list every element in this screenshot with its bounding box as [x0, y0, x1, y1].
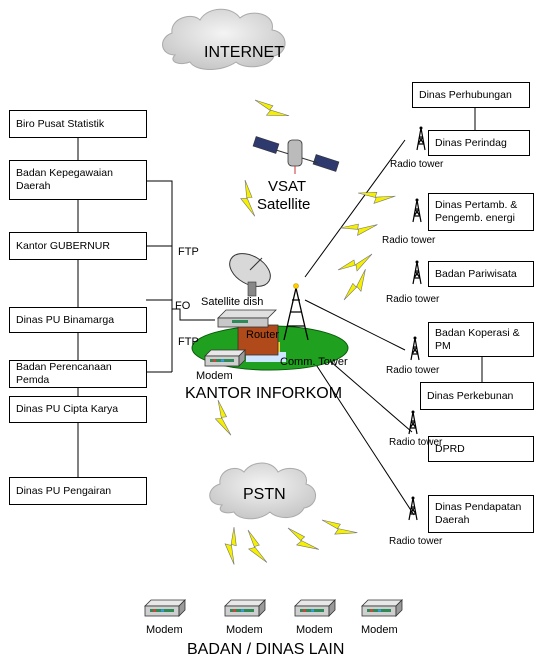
box-biro-pusat-statistik: Biro Pusat Statistik	[9, 110, 147, 138]
radio-tower-label: Radio tower	[389, 437, 443, 448]
box-dprd: DPRD	[428, 436, 534, 462]
radio-tower-label: Radio tower	[389, 536, 443, 547]
radio-tower-label: Radio tower	[386, 365, 440, 376]
satellite-label-2: Satellite	[257, 196, 311, 213]
satellite-dish-icon	[229, 253, 271, 297]
fo-label: FO	[175, 300, 191, 312]
bottom-modem-icon	[361, 599, 403, 617]
footer-label: BADAN / DINAS LAIN	[187, 641, 345, 658]
box-dinas-pu-pengairan: Dinas PU Pengairan	[9, 477, 147, 505]
radio-tower-label: Radio tower	[382, 235, 436, 246]
box-dinas-perindag: Dinas Perindag	[428, 130, 530, 156]
kantor-inforkom-title: KANTOR INFORKOM	[185, 385, 343, 402]
comm-tower-label: Comm. Tower	[280, 356, 348, 368]
left-connectors	[77, 138, 215, 477]
radio-tower-icon	[410, 335, 420, 361]
internet-label: INTERNET	[204, 44, 284, 61]
bottom-modem-icon	[144, 599, 186, 617]
ftp-label-bottom: FTP	[178, 336, 199, 348]
ftp-label-top: FTP	[178, 246, 199, 258]
radio-tower-icon	[412, 197, 422, 223]
radio-tower-icon	[408, 495, 418, 521]
bottom-modem-label: Modem	[361, 624, 398, 636]
satellite-label-1: VSAT	[268, 178, 307, 195]
box-kantor-gubernur: Kantor GUBERNUR	[9, 232, 147, 260]
radio-tower-label: Radio tower	[386, 294, 440, 305]
radio-tower-icon	[408, 409, 418, 435]
internet-cloud-icon	[162, 8, 286, 70]
box-badan-pariwisata: Badan Pariwisata	[428, 261, 534, 287]
pstn-cloud-icon	[209, 462, 316, 520]
bottom-modem-label: Modem	[296, 624, 333, 636]
box-dinas-pertamb: Dinas Pertamb. & Pengemb. energi	[428, 193, 534, 231]
satellite-icon	[252, 136, 340, 174]
radio-tower-label: Radio tower	[390, 159, 444, 170]
bottom-modem-label: Modem	[146, 624, 183, 636]
bottom-modem-icon	[294, 599, 336, 617]
box-badan-perencanaan-pemda: Badan Perencanaan Pemda	[9, 360, 147, 388]
box-dinas-perhubungan: Dinas Perhubungan	[412, 82, 530, 108]
radio-tower-icon	[416, 125, 426, 151]
box-badan-koperasi: Badan Koperasi & PM	[428, 322, 534, 357]
box-dinas-pu-binamarga: Dinas PU Binamarga	[9, 307, 147, 333]
box-badan-kepegawaian-daerah: Badan Kepegawaian Daerah	[9, 160, 147, 200]
box-dinas-pu-cipta-karya: Dinas PU Cipta Karya	[9, 396, 147, 423]
bottom-modem-label: Modem	[226, 624, 263, 636]
center-modem-label: Modem	[196, 370, 233, 382]
pstn-label: PSTN	[243, 486, 286, 503]
box-dinas-perkebunan: Dinas Perkebunan	[420, 382, 534, 410]
radio-tower-icon	[412, 259, 422, 285]
center-modem-icon	[204, 349, 246, 367]
satellite-dish-label: Satellite dish	[201, 296, 264, 308]
router-icon	[217, 309, 279, 356]
box-dinas-pendapatan-daerah: Dinas Pendapatan Daerah	[428, 495, 534, 533]
comm-tower-icon	[283, 283, 309, 341]
router-label: Router	[246, 329, 280, 341]
bottom-modem-icon	[224, 599, 266, 617]
